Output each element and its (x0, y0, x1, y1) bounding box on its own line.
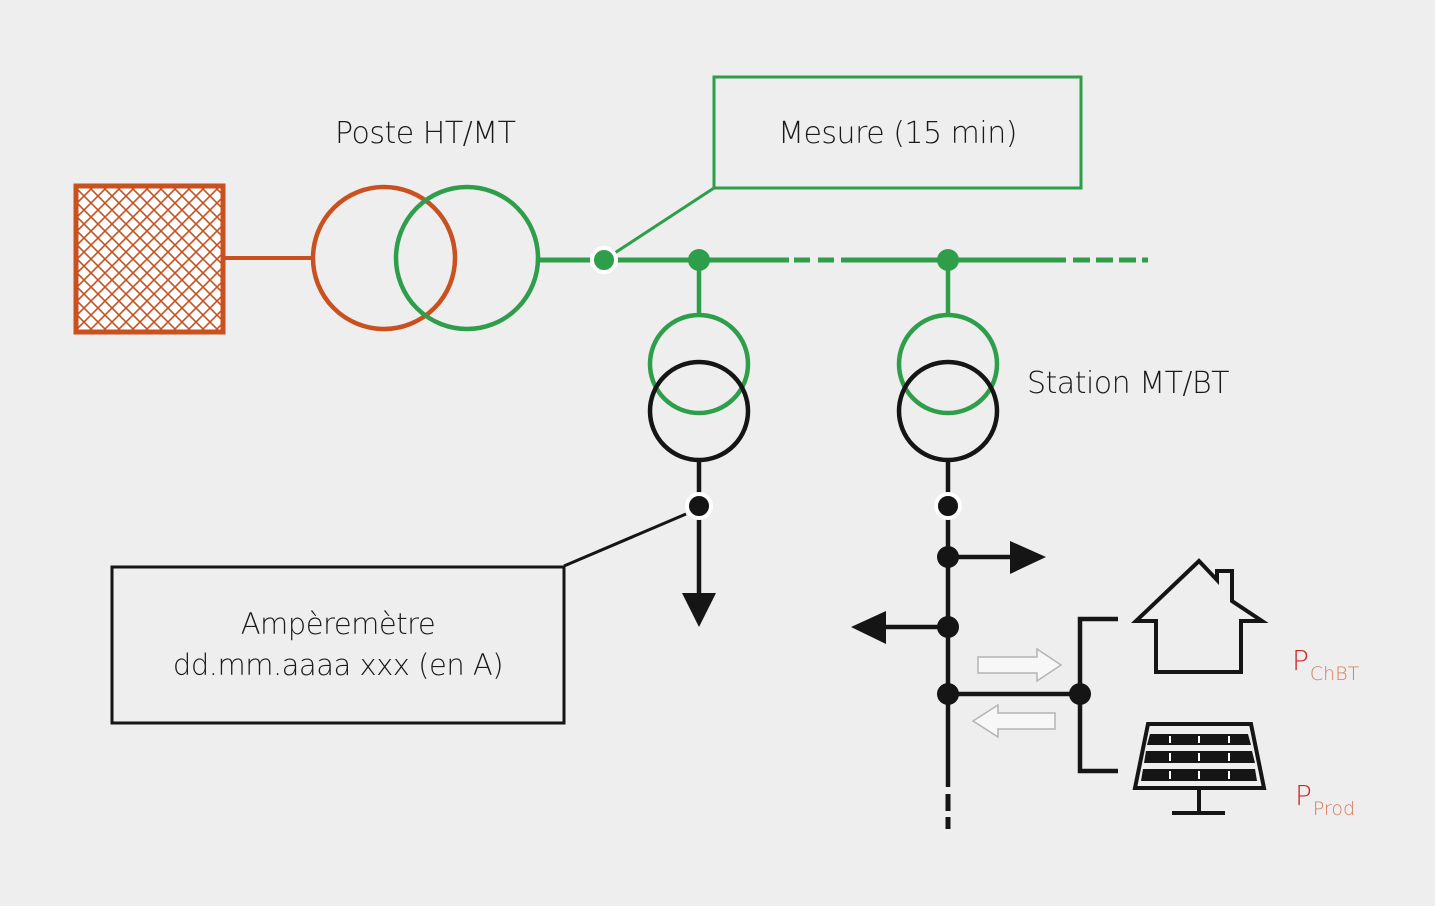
solar-panel-icon (1132, 722, 1267, 815)
poste-label: Poste HT/MT (335, 116, 516, 151)
p-prod-symbol: P (1295, 779, 1312, 812)
hatched-square-icon (73, 183, 226, 335)
ammeter-leader (563, 512, 687, 568)
p-chbt-label: PChBT (1292, 644, 1359, 685)
flow-arrow-right-icon (977, 647, 1063, 683)
arrow-left-icon (851, 611, 886, 644)
p-chbt-subscript: ChBT (1309, 663, 1360, 685)
transformer-ht-winding (310, 184, 458, 332)
p-prod-subscript: Prod (1312, 798, 1356, 820)
prosumer-bracket (1077, 616, 1118, 774)
mesure-box (712, 75, 1083, 190)
flow-arrow-left-icon (971, 703, 1056, 739)
transformer-mt-winding (647, 312, 751, 416)
mesure-leader (603, 186, 715, 262)
mesure-label: Mesure (15 min) (778, 116, 1017, 151)
ammeter-label: Ampèremètre dd.mm.aaaa xxx (en A) (112, 604, 564, 686)
ammeter-title: Ampèremètre (240, 607, 436, 641)
p-prod-label: PProd (1295, 779, 1355, 820)
station-output-point (934, 492, 962, 520)
transformer-mt-winding (896, 312, 1000, 416)
transformer-mt-winding (393, 184, 541, 332)
house-icon (1131, 558, 1269, 674)
ammeter-box (110, 565, 566, 725)
station-label: Station MT/BT (1027, 366, 1229, 401)
ammeter-point (685, 492, 713, 520)
arrow-right-icon (1010, 541, 1046, 574)
ammeter-value: dd.mm.aaaa xxx (en A) (172, 648, 504, 682)
measure-point (590, 246, 618, 274)
p-chbt-symbol: P (1292, 644, 1309, 677)
arrow-down-icon (682, 593, 716, 627)
